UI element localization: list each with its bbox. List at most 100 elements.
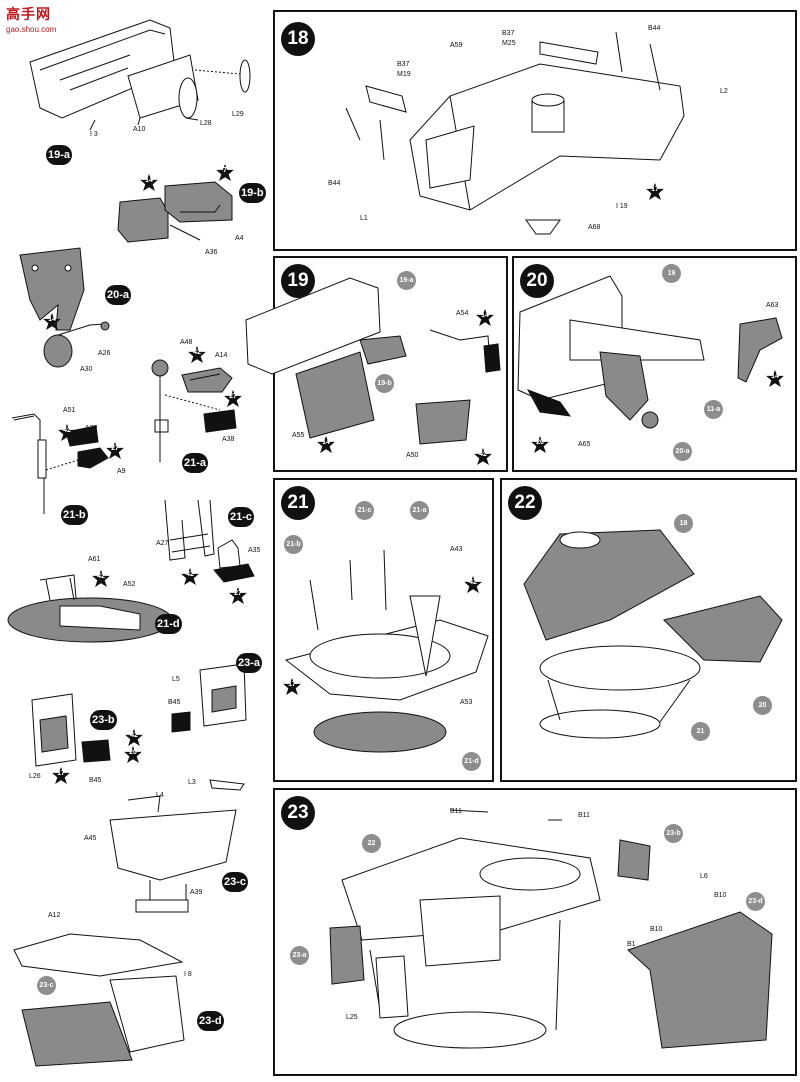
paint-star: 20 [124, 746, 142, 763]
paint-star: 27 [229, 587, 247, 604]
part-label: A30 [80, 366, 93, 373]
part-label: A52 [123, 581, 136, 588]
substep-19-a: 19-a [46, 145, 73, 165]
part-label: A4 [235, 235, 244, 242]
part-label: A59 [450, 42, 463, 49]
ref-23-a: 23-a [290, 946, 309, 965]
substep-23-d: 23-d [197, 1011, 224, 1031]
part-label: L5 [172, 676, 180, 683]
part-label: L6 [700, 873, 708, 880]
ref-23-b: 23-b [664, 824, 683, 843]
ref-21: 21 [691, 722, 710, 741]
step-number-23: 23 [281, 796, 315, 830]
paint-star: 42 [464, 576, 482, 593]
part-label: L2 [720, 88, 728, 95]
part-label: B45 [89, 777, 102, 784]
paint-star: 42 [181, 568, 199, 585]
part-label: A38 [222, 436, 235, 443]
watermark-title: 高手网 [6, 7, 51, 23]
ref-21-d: 21-d [462, 752, 481, 771]
part-label: A39 [190, 889, 203, 896]
step-number-22: 22 [508, 486, 542, 520]
step-number-19: 19 [281, 264, 315, 298]
substep-23-a: 23-a [236, 653, 263, 673]
part-label: A35 [248, 547, 261, 554]
ref-20: 20 [753, 696, 772, 715]
ref-19-a: 19-a [397, 271, 416, 290]
part-label: B37 [502, 30, 515, 37]
paint-star: 17 [283, 678, 301, 695]
substep-21-a: 21-a [182, 453, 209, 473]
part-label: A54 [456, 310, 469, 317]
part-label: B37 [397, 61, 410, 68]
ref-19: 19 [662, 264, 681, 283]
ref-23-d: 23-d [746, 892, 765, 911]
part-label: A50 [406, 452, 419, 459]
part-label: L25 [346, 1014, 358, 1021]
part-label: A65 [578, 441, 591, 448]
paint-star: 42 [58, 424, 76, 441]
part-label: A36 [205, 249, 218, 256]
part-label: A48 [180, 339, 193, 346]
part-label: I 8 [184, 971, 192, 978]
step-number-21: 21 [281, 486, 315, 520]
part-label: M19 [397, 71, 411, 78]
part-label: A68 [588, 224, 601, 231]
watermark-url: gao.shou.com [6, 25, 57, 34]
part-label: A12 [48, 912, 61, 919]
part-label: A53 [460, 699, 473, 706]
part-label: A10 [133, 126, 146, 133]
part-label: A51 [63, 407, 76, 414]
part-label: A63 [766, 302, 779, 309]
paint-star: 14 [317, 436, 335, 453]
step-number-20: 20 [520, 264, 554, 298]
part-label: L1 [360, 215, 368, 222]
part-label: L29 [232, 111, 244, 118]
paint-star: 42 [125, 729, 143, 746]
paint-star: 20 [531, 436, 549, 453]
paint-star: 14 [766, 370, 784, 387]
part-label: L3 [188, 779, 196, 786]
part-label: A27 [156, 540, 169, 547]
paint-star: 27 [224, 390, 242, 407]
part-label: B45 [168, 699, 181, 706]
substep-21-c: 21-c [228, 507, 255, 527]
part-label: B44 [328, 180, 341, 187]
ref-22: 22 [362, 834, 381, 853]
substep-21-d: 21-d [155, 614, 182, 634]
part-label: A9 [117, 468, 126, 475]
paint-star: 14 [140, 174, 158, 191]
part-label: L26 [29, 773, 41, 780]
part-label: A45 [84, 835, 97, 842]
paint-star: 7 [216, 164, 234, 181]
substep-21-b: 21-b [61, 505, 88, 525]
part-label: B10 [650, 926, 663, 933]
substep-20-a: 20-a [105, 285, 132, 305]
substep-23-c: 23-c [222, 872, 249, 892]
paint-star: 17 [52, 767, 70, 784]
watermark-logo: 高手网 gao.shou.com [6, 4, 70, 36]
paint-star: 42 [188, 346, 206, 363]
paint-star: 17 [646, 183, 664, 200]
ref-19-b: 19-b [375, 374, 394, 393]
part-label: B10 [714, 892, 727, 899]
part-label: L28 [200, 120, 212, 127]
part-label: B11 [578, 812, 590, 819]
part-label: A43 [450, 546, 463, 553]
part-label: B1 [627, 941, 636, 948]
paint-star: 42 [92, 570, 110, 587]
part-label: A72 [85, 425, 98, 432]
part-label: M25 [502, 40, 516, 47]
step-number-18: 18 [281, 22, 315, 56]
ref-21-c: 21-c [355, 501, 374, 520]
ref-21-b: 21-b [284, 535, 303, 554]
paint-star: 14 [476, 309, 494, 326]
substep-23-b: 23-b [90, 710, 117, 730]
ref-18: 18 [674, 514, 693, 533]
substep-19-b: 19-b [239, 183, 266, 203]
ref-23-c: 23-c [37, 976, 56, 995]
ref-21-a: 21-a [410, 501, 429, 520]
part-label: A61 [88, 556, 101, 563]
ref-11-a: 11-a [704, 400, 723, 419]
part-label: A14 [215, 352, 228, 359]
